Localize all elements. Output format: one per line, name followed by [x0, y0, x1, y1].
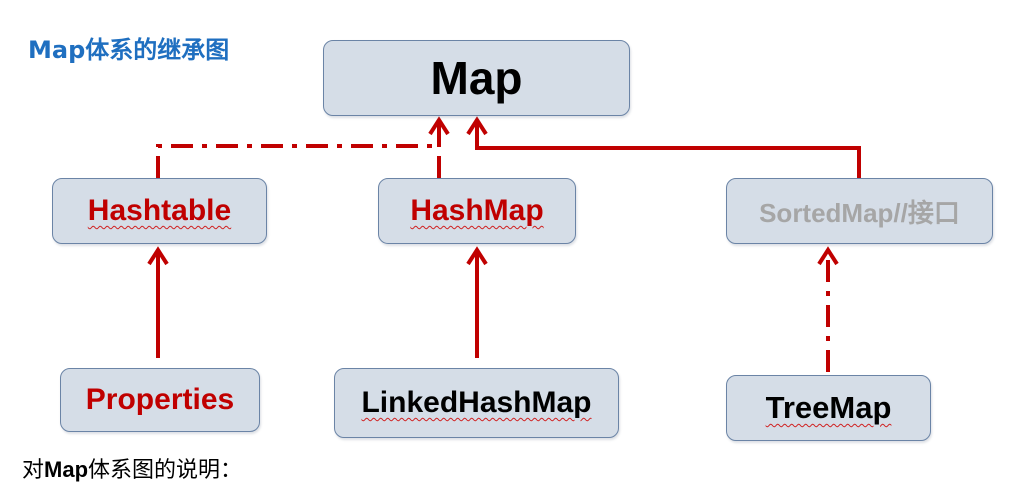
arrowhead-sortedmap	[817, 246, 839, 266]
node-sortedmap: SortedMap//接口	[726, 178, 993, 244]
arrowhead-hashtable	[147, 246, 169, 266]
node-hashtable-label: Hashtable	[87, 194, 232, 227]
caption-suffix: 体系图的说明：	[88, 458, 243, 483]
edge-hashtable-to-map	[156, 120, 441, 178]
node-treemap: TreeMap	[726, 375, 931, 441]
node-hashtable: Hashtable	[52, 178, 267, 244]
node-map: Map	[323, 40, 630, 116]
node-map-label: Map	[430, 52, 523, 104]
diagram-title: Map体系的继承图	[28, 36, 230, 64]
caption: 对Map体系图的说明：	[22, 452, 242, 484]
arrowhead-map-left	[428, 116, 450, 136]
node-hashmap: HashMap	[378, 178, 576, 244]
caption-prefix: 对	[22, 458, 45, 483]
edge-sortedmap-to-map	[475, 120, 861, 178]
node-linkedhashmap-label: LinkedHashMap	[361, 386, 592, 419]
caption-bold: Map	[44, 457, 89, 482]
node-hashmap-label: HashMap	[410, 194, 544, 227]
node-treemap-label: TreeMap	[765, 390, 892, 425]
node-properties-label: Properties	[85, 383, 235, 416]
arrowhead-hashmap	[466, 246, 488, 266]
arrowhead-map-right	[466, 116, 488, 136]
node-properties: Properties	[60, 368, 260, 432]
node-sortedmap-label: SortedMap//接口	[759, 197, 960, 228]
node-linkedhashmap: LinkedHashMap	[334, 368, 619, 438]
